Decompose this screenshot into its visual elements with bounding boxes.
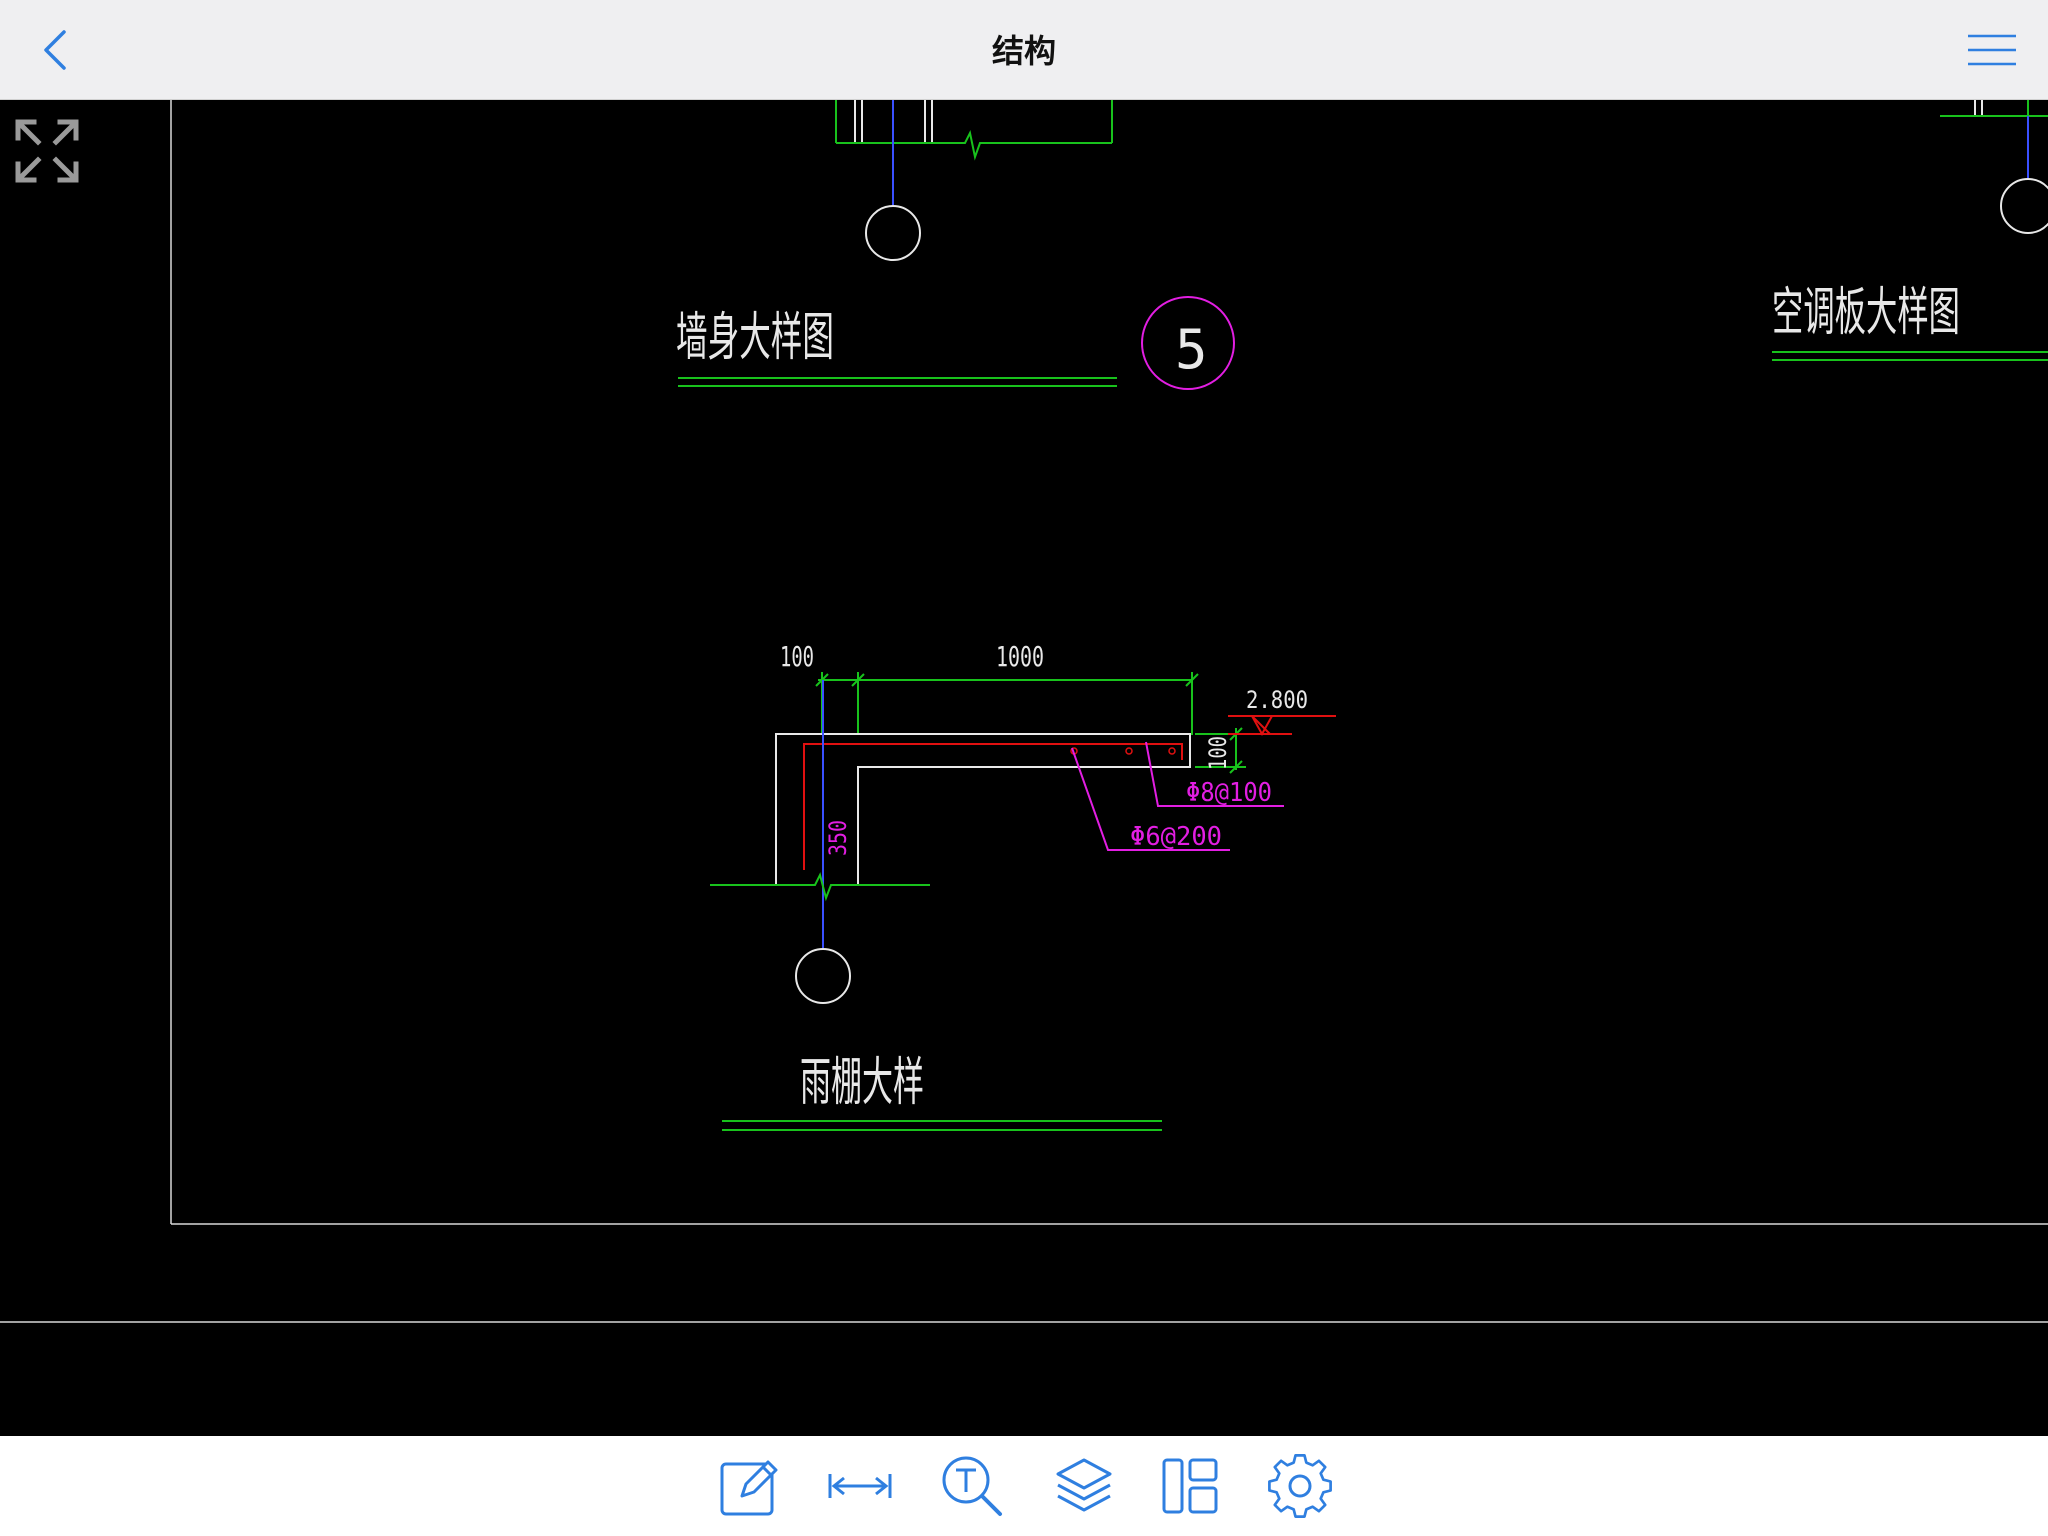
fullscreen-button[interactable] (14, 118, 80, 184)
edit-icon (720, 1460, 778, 1516)
menu-button[interactable] (1964, 26, 2020, 74)
dim-350: 350 (824, 820, 852, 856)
edit-button[interactable] (712, 1450, 784, 1522)
measure-button[interactable] (824, 1450, 896, 1522)
ac-slab-detail-title: 空调板大样图 (1772, 283, 1960, 343)
detail-number-circle (1141, 296, 1235, 390)
cad-drawing-canvas[interactable]: 墙身大样图 5 空调板大样图 (0, 100, 2048, 1436)
layers-button[interactable] (1048, 1450, 1120, 1522)
rebar-label-2: Φ6@200 (1130, 822, 1222, 852)
detail-number: 5 (1175, 318, 1208, 381)
text-search-icon (942, 1456, 1002, 1516)
hamburger-icon (1968, 34, 2016, 66)
layers-icon (1056, 1458, 1112, 1512)
chevron-left-icon (44, 30, 66, 70)
elevation-label: 2.800 (1246, 686, 1308, 714)
layout-icon (1162, 1458, 1218, 1514)
canopy-detail-title: 雨棚大样 (800, 1053, 924, 1113)
rebar-label-1: Φ8@100 (1186, 778, 1272, 808)
bottom-toolbar (0, 1436, 2048, 1536)
wall-detail-title: 墙身大样图 (676, 308, 834, 368)
dim-100-side: 100 (1204, 736, 1232, 770)
measure-icon (828, 1474, 892, 1498)
ac-slab-detail-drawing (1940, 100, 2048, 234)
dim-100-top: 100 (780, 640, 814, 673)
page-title: 结构 (991, 32, 1056, 70)
navigation-bar: 结构 (0, 0, 2048, 100)
text-search-button[interactable] (936, 1450, 1008, 1522)
dim-1000: 1000 (996, 640, 1044, 673)
expand-arrows-icon (15, 119, 79, 183)
canopy-detail-drawing (710, 672, 1336, 1004)
back-button[interactable] (30, 18, 90, 82)
cad-drawing: 墙身大样图 5 空调板大样图 (0, 100, 2048, 1323)
wall-detail-drawing (835, 100, 1113, 261)
layout-button[interactable] (1154, 1450, 1226, 1522)
settings-icon (1268, 1454, 1332, 1518)
settings-button[interactable] (1264, 1450, 1336, 1522)
